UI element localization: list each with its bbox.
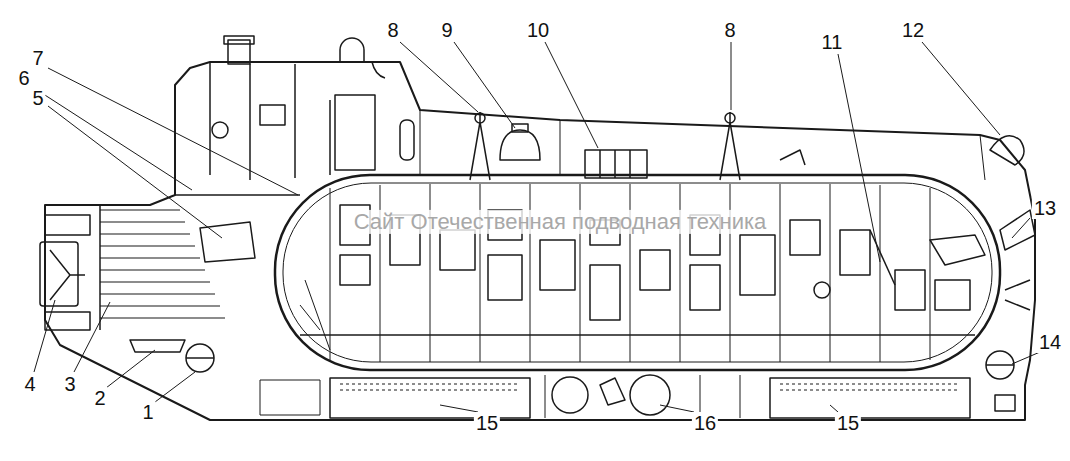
callout-number: 8 bbox=[385, 19, 400, 41]
callout-number: 16 bbox=[692, 412, 718, 434]
callout-number: 14 bbox=[1037, 331, 1063, 353]
callout-number: 10 bbox=[525, 19, 551, 41]
callout-number: 12 bbox=[900, 19, 926, 41]
callout-number: 8 bbox=[722, 19, 737, 41]
callout-number: 7 bbox=[30, 47, 45, 69]
callout-number: 9 bbox=[439, 19, 454, 41]
callout-number: 2 bbox=[92, 387, 107, 409]
callout-number: 15 bbox=[835, 412, 861, 434]
watermark: Сайт Отечественная подводная техника bbox=[352, 210, 769, 234]
callout-number: 1 bbox=[140, 401, 155, 423]
callout-number: 6 bbox=[16, 67, 31, 89]
callout-number: 5 bbox=[30, 87, 45, 109]
callout-number: 13 bbox=[1032, 197, 1058, 219]
callout-number: 3 bbox=[62, 373, 77, 395]
callout-number: 4 bbox=[22, 373, 37, 395]
callout-number: 11 bbox=[820, 31, 845, 53]
callout-number: 15 bbox=[474, 412, 500, 434]
